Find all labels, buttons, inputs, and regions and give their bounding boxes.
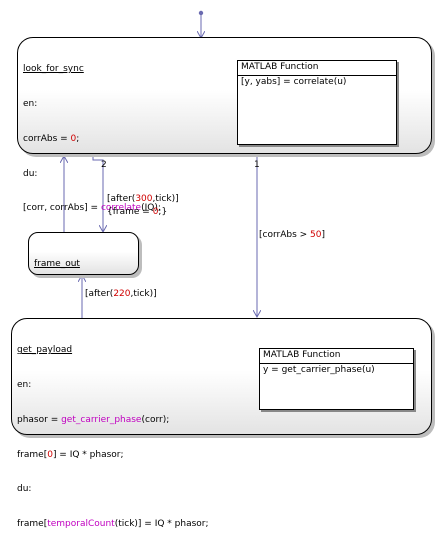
phasor-function-name: get_carrier_phase bbox=[61, 414, 142, 425]
correlate-function-name: correlate bbox=[100, 203, 142, 214]
state-name-get-payload: get_payload bbox=[17, 345, 73, 356]
transition-order-1: 1 bbox=[254, 160, 260, 170]
during-action-frame: frame[temporalCount(tick)] = IQ * phasor… bbox=[17, 519, 427, 531]
matlab-function-signature: [y, yabs] = correlate(u) bbox=[241, 77, 347, 87]
frame-reset-num: 0 bbox=[152, 207, 159, 217]
transition-order-2: 2 bbox=[101, 160, 107, 170]
phasor-args: (corr); bbox=[141, 414, 170, 425]
corrabs-end: ; bbox=[76, 133, 80, 144]
frame-reset-b: ;} bbox=[158, 207, 168, 217]
transition-guard-corrabs: [corrAbs > 50] bbox=[259, 230, 325, 241]
matlab-function-title: MATLAB Function bbox=[238, 61, 396, 76]
transition-look-for-sync-to-frame-out[interactable] bbox=[92, 154, 103, 231]
after-300-b: ,tick)] bbox=[152, 194, 179, 204]
entry-action-corrabs: corrAbs = 0; bbox=[23, 134, 427, 146]
corrabs-lhs: corrAbs = bbox=[23, 133, 71, 144]
entry-action-phasor: phasor = get_carrier_phase(corr); bbox=[17, 415, 427, 427]
correlate-args: (IQ); bbox=[141, 203, 161, 214]
transition-label-after-220: [after(220,tick)] bbox=[85, 289, 157, 300]
during-action-correlate: [corr, corrAbs] = correlate(IQ); bbox=[23, 203, 427, 215]
phasor-lhs: phasor = bbox=[17, 414, 62, 425]
entry-label: en: bbox=[23, 98, 38, 109]
entry-label: en: bbox=[17, 379, 32, 390]
state-name-frame-out: frame_out bbox=[34, 259, 80, 270]
correlate-lhs: [corr, corrAbs] = bbox=[23, 203, 101, 214]
frame-a: frame[ bbox=[17, 449, 48, 460]
temporal-count-function: temporalCount bbox=[47, 519, 115, 530]
transition-diagram bbox=[0, 10, 442, 318]
state-frame-out-body: frame_out bbox=[34, 236, 134, 294]
after-220-a: [after( bbox=[85, 289, 114, 299]
matlab-function-title: MATLAB Function bbox=[260, 349, 413, 364]
frame-b: ] = IQ * phasor; bbox=[52, 449, 124, 460]
entry-action-frame: frame[0] = IQ * phasor; bbox=[17, 450, 427, 462]
after-220-num: 220 bbox=[113, 289, 131, 299]
guard-a: [corrAbs > bbox=[259, 230, 311, 240]
during-label: du: bbox=[23, 168, 38, 179]
matlab-function-get-carrier-phase[interactable]: MATLAB Function y = get_carrier_phase(u) bbox=[259, 348, 414, 410]
corrabs-value: 0 bbox=[70, 133, 77, 144]
frame-reset-a: {frame = bbox=[107, 207, 153, 217]
guard-num: 50 bbox=[310, 230, 322, 240]
matlab-function-signature: y = get_carrier_phase(u) bbox=[263, 365, 375, 375]
transition-label-after-300: [after(300,tick)] bbox=[107, 194, 179, 205]
after-300-a: [after( bbox=[107, 194, 136, 204]
transition-action-frame-reset: {frame = 0;} bbox=[107, 207, 167, 218]
after-300-num: 300 bbox=[135, 194, 153, 204]
state-name-look-for-sync: look_for_sync bbox=[23, 64, 84, 75]
guard-b: ] bbox=[321, 230, 325, 240]
frame2-b: (tick)] = IQ * phasor; bbox=[114, 519, 209, 530]
state-frame-out[interactable]: frame_out bbox=[28, 232, 139, 275]
default-transition-dot[interactable] bbox=[198, 10, 204, 16]
frame2-a: frame[ bbox=[17, 519, 48, 530]
after-220-b: ,tick)] bbox=[130, 289, 157, 299]
state-look-for-sync-body: look_for_sync en: corrAbs = 0; du: [corr… bbox=[23, 41, 427, 238]
during-label: du: bbox=[17, 484, 32, 495]
matlab-function-correlate[interactable]: MATLAB Function [y, yabs] = correlate(u) bbox=[237, 60, 397, 145]
